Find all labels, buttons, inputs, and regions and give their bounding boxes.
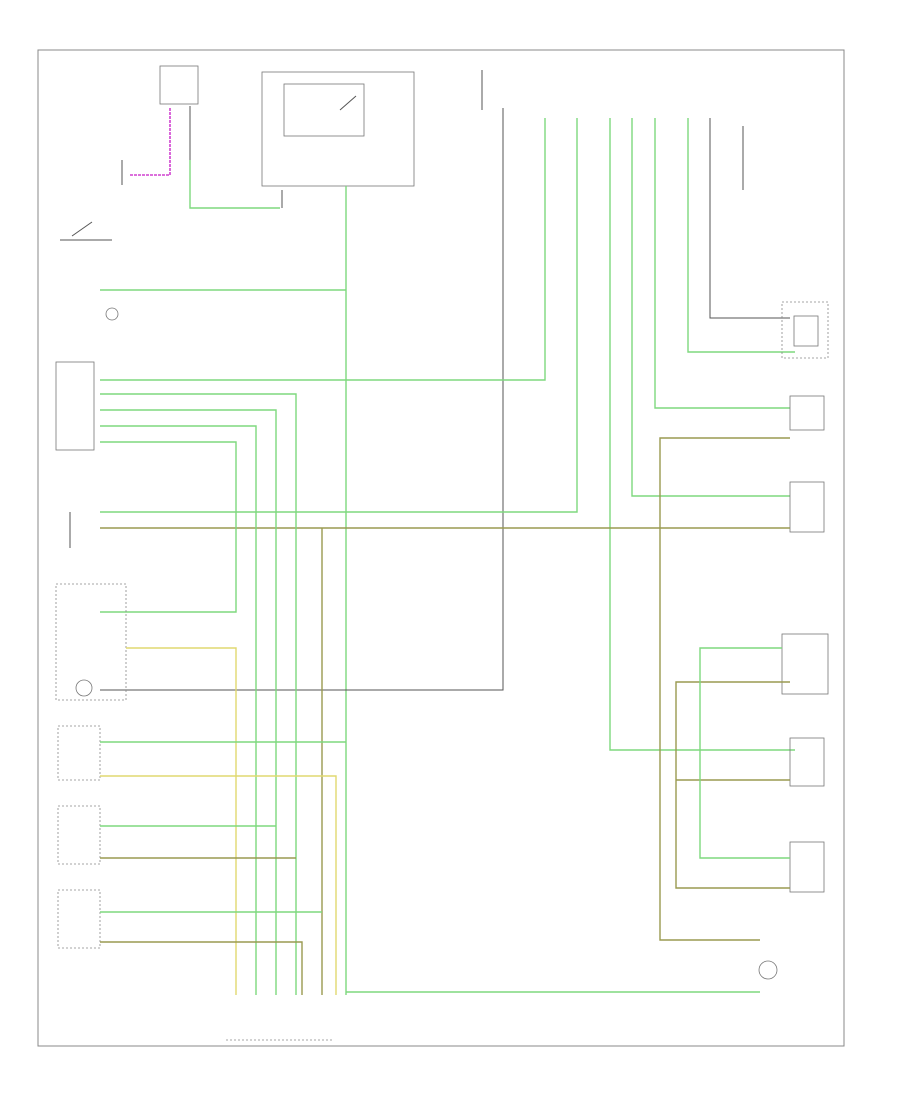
right-lamp-2 <box>789 395 825 431</box>
feeder-7 <box>709 118 790 319</box>
dy-wire-2 <box>675 681 790 889</box>
right-lamp-6 <box>789 841 825 893</box>
right-lamp-4 <box>781 633 829 695</box>
brake-switch <box>57 725 101 781</box>
gauge-assy <box>55 361 95 451</box>
seatbelt <box>57 889 101 949</box>
right-lamp-7 <box>758 960 778 980</box>
dy-wire-1 <box>659 437 790 941</box>
feeder-6 <box>687 118 795 353</box>
pcm-box <box>261 71 415 187</box>
right-lamp-1 <box>781 301 829 359</box>
black-wire-main <box>100 108 504 691</box>
right-lamp-5 <box>789 737 825 787</box>
parking-brake-switch <box>105 307 119 321</box>
right-lamp-3 <box>789 481 825 533</box>
green-wire-top-1 <box>189 160 280 209</box>
g-wire-r1 <box>699 647 790 859</box>
feeder-3 <box>609 118 795 751</box>
feeder-2 <box>100 118 578 513</box>
door-switch-symbol <box>60 221 112 241</box>
top-left-relay <box>159 65 199 105</box>
diagram-border <box>37 49 845 1047</box>
feeder-1 <box>100 118 546 381</box>
low-fuel <box>57 805 101 865</box>
pink-wire <box>130 108 171 176</box>
shift-lock <box>55 583 127 701</box>
feeder-5 <box>654 118 790 409</box>
feeder-4 <box>631 118 790 497</box>
